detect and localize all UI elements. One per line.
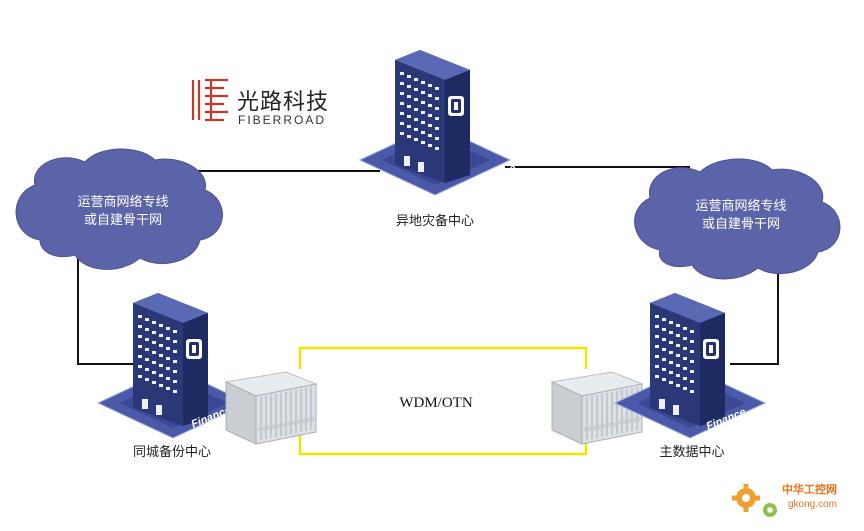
node-right-label: 主数据中心	[659, 445, 724, 460]
node-left: Finance 同城备份中心	[97, 292, 317, 460]
node-left-label: 同城备份中心	[133, 444, 211, 460]
node-right: Finance 主数据中心	[551, 292, 766, 460]
cloud-right: 运营商网络专线 或自建骨干网	[634, 158, 841, 280]
watermark-en: gkong.com	[788, 499, 837, 510]
watermark-cn: 中华工控网	[782, 482, 837, 496]
cloud-right-line1: 运营商网络专线	[695, 198, 786, 214]
connection-lines	[77, 166, 779, 365]
cloud-left-line2: 或自建骨干网	[84, 213, 162, 228]
cloud-left: 运营商网络专线 或自建骨干网	[15, 148, 223, 270]
cloud-left-line1: 运营商网络专线	[77, 194, 168, 210]
watermark: 中华工控网 gkong.com	[732, 482, 837, 517]
brand-name-cn: 光路科技	[237, 90, 329, 115]
cloud-right-line2: 或自建骨干网	[702, 217, 780, 232]
cloud-left-shape	[15, 148, 223, 270]
brand-name-en: FIBERROAD	[238, 113, 326, 127]
node-top: Finance 异地灾备中心	[359, 49, 518, 229]
fiberroad-logo-icon	[191, 78, 228, 122]
rack-left-icon	[225, 371, 317, 445]
cloud-right-shape	[634, 158, 841, 280]
gear-icon	[732, 484, 760, 512]
node-top-label: 异地灾备中心	[396, 213, 474, 229]
wdm-label: WDM/OTN	[399, 395, 472, 411]
brand-logo: 光路科技 FIBERROAD	[191, 78, 329, 127]
gear-small-icon	[763, 503, 777, 517]
